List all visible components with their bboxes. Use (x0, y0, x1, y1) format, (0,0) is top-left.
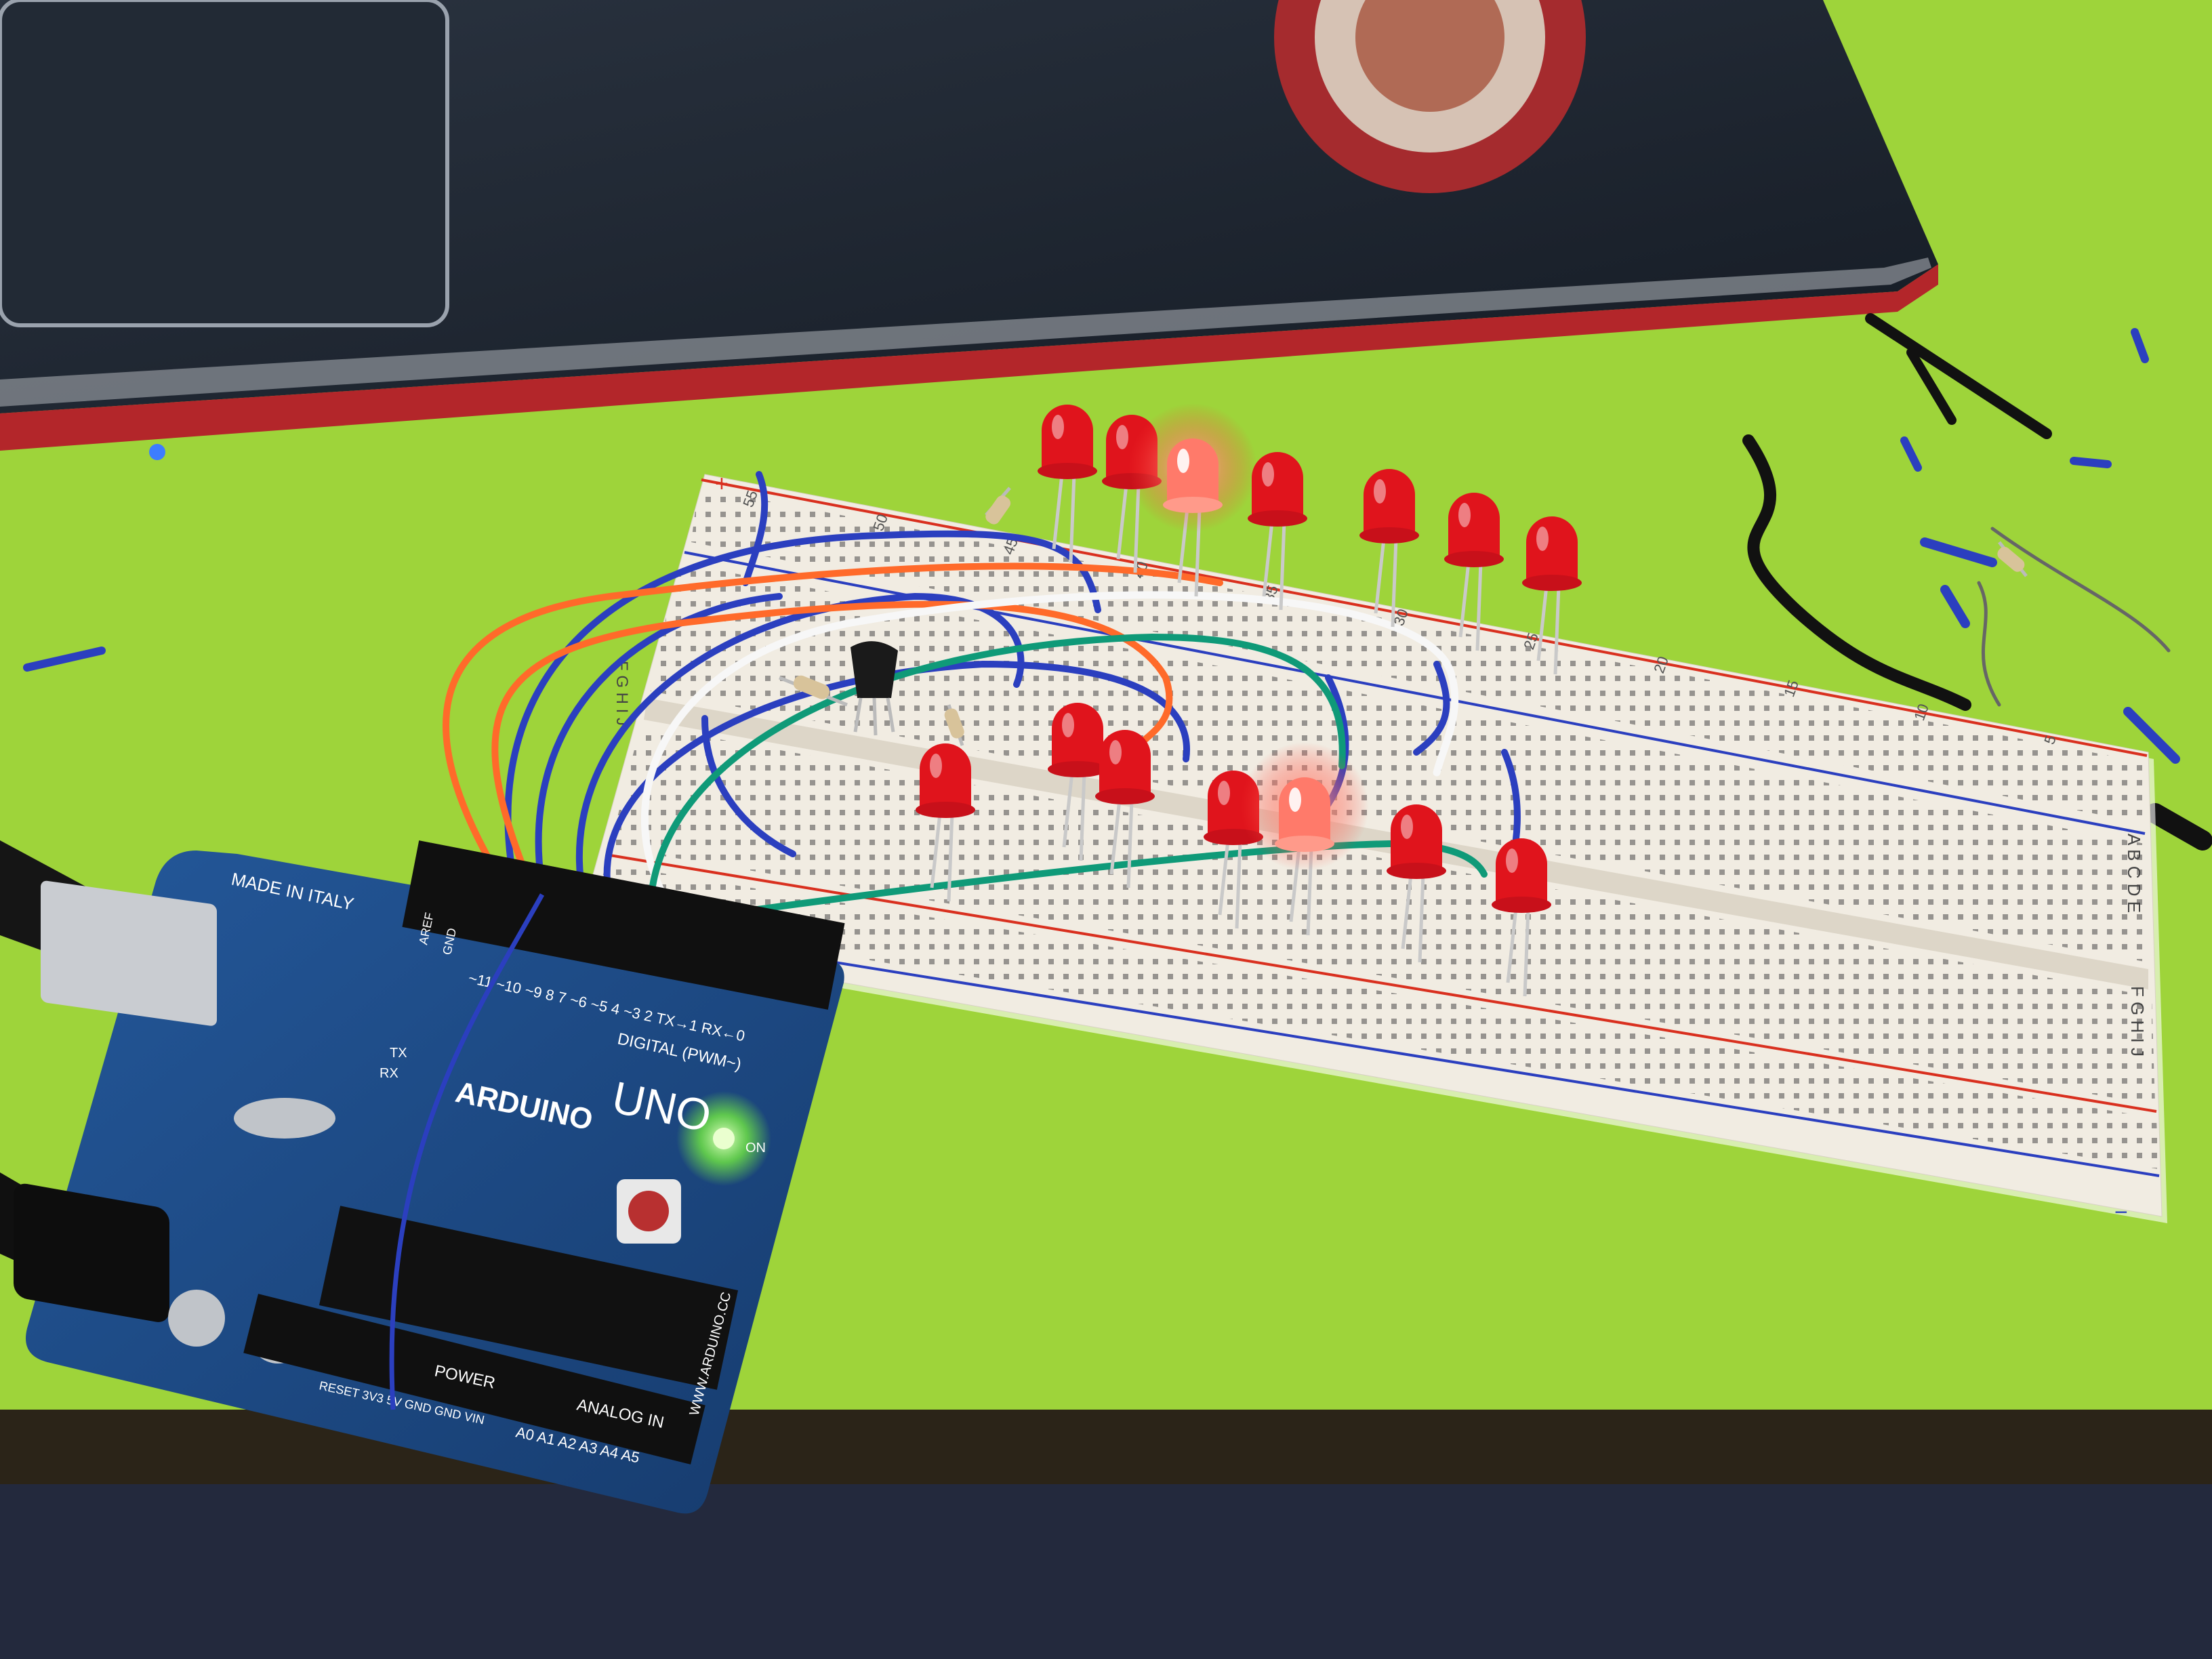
led-bottom-1 (916, 743, 975, 902)
rx-label: RX (380, 1066, 398, 1081)
bottom-power-rail (590, 864, 2158, 1169)
wire-orange-10 (443, 562, 1223, 884)
dc-barrel-jack (14, 1183, 169, 1322)
wire-blue-1 (504, 530, 1101, 891)
led-top-6 (1444, 493, 1504, 651)
led-bottom-7 (1492, 838, 1551, 997)
row-letters-left: F G H I J (613, 661, 631, 726)
led-top-1 (1038, 405, 1097, 563)
power-analog-header (243, 1294, 705, 1465)
wire-blue-3 (576, 592, 1025, 898)
floor (0, 1484, 2212, 1659)
wire-blue-2 (535, 593, 783, 891)
top-power-rail (691, 488, 2145, 823)
laptop-status-light (149, 444, 165, 460)
microcontroller-chip (319, 1206, 739, 1390)
transistor (851, 641, 898, 736)
rail-plus-label: + (715, 471, 729, 497)
arduino-uno: MADE IN ITALY ARDUINO UNO DIGITAL (PWM~)… (0, 840, 845, 1514)
laptop-silver-lip (0, 258, 1931, 407)
wire-green-13 (647, 633, 1346, 905)
laptop-red-edge (0, 264, 1938, 451)
rail-minus-label: − (2114, 1200, 2128, 1225)
led-top-3 (1128, 403, 1257, 597)
led-bottom-5 (1240, 742, 1369, 936)
crystal (234, 1098, 335, 1139)
wire-white-12 (641, 591, 1459, 912)
laptop (0, 0, 1938, 460)
wire-blue-8 (1413, 661, 1450, 756)
digital-header (402, 840, 845, 1010)
row-letters-bottom: F G H I J (2127, 986, 2148, 1057)
capacitor-1 (168, 1290, 225, 1347)
wire-blue-6 (701, 715, 796, 857)
usb-port (41, 880, 217, 1026)
on-label: ON (745, 1141, 766, 1155)
row-letters-top: A B C D E (2124, 834, 2144, 913)
bottom-terminal-strip (610, 725, 2155, 1105)
blue-wire-over-board (389, 893, 545, 1410)
led-bottom-2 (1048, 703, 1107, 861)
led-array (916, 403, 1582, 997)
led-top-7 (1522, 516, 1582, 675)
loose-wire-scraps (23, 313, 2212, 851)
led-bottom-6 (1387, 804, 1446, 963)
touchpad (0, 0, 449, 327)
wire-orange-11 (491, 600, 1173, 884)
wire-blue-5 (742, 471, 769, 586)
led-bottom-3 (1095, 730, 1155, 888)
tx-label: TX (390, 1046, 407, 1061)
resistors (779, 487, 2028, 746)
jumper-wires (443, 471, 1521, 918)
led-top-5 (1359, 469, 1419, 628)
led-top-4 (1248, 452, 1307, 611)
wire-green-14 (715, 840, 1488, 918)
